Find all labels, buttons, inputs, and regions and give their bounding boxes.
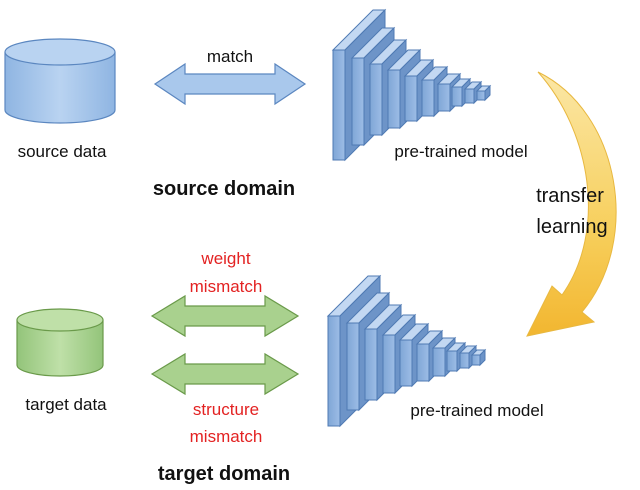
source-pretrained-model [331,8,492,162]
target-domain-label: target domain [158,463,290,485]
transfer-label-line2: learning [536,216,607,238]
weight-mismatch-double-arrow [150,294,300,338]
source-model-label: pre-trained model [394,142,527,161]
target-data-cylinder-icon [16,308,104,377]
transfer-label-line1: transfer [536,185,604,207]
match-double-arrow [153,62,307,106]
match-label: match [207,47,253,66]
model-layer-icon [470,348,487,367]
weight-mismatch-line2: mismatch [190,277,263,296]
structure-mismatch-line1: structure [193,400,259,419]
structure-mismatch-double-arrow [150,352,300,396]
weight-mismatch-line1: weight [200,249,250,268]
target-model-label: pre-trained model [410,401,543,420]
target-data-label: target data [25,395,107,414]
target-pretrained-model [326,274,487,428]
source-data-cylinder-icon [4,38,116,124]
model-layer-icon [415,329,444,383]
source-domain-label: source domain [153,178,295,200]
model-layer-icon [475,84,492,102]
structure-mismatch-line2: mismatch [190,427,263,446]
source-data-label: source data [18,142,107,161]
transfer-arrow [526,71,617,337]
